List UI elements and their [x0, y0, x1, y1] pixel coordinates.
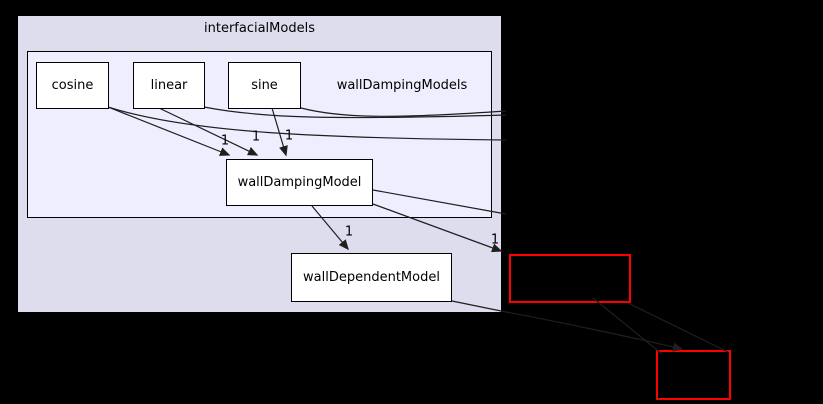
node-linear[interactable]: linear: [133, 62, 205, 109]
edge-external-dir-1-external-dir-2b: [627, 302, 729, 353]
cluster-label-interfacialModels[interactable]: interfacialModels: [204, 21, 315, 36]
node-wallDependentModel[interactable]: wallDependentModel: [291, 253, 452, 302]
edge-label-cosine: 1: [220, 133, 230, 149]
cluster-label-wallDampingModels[interactable]: wallDampingModels: [336, 78, 468, 93]
edge-label-sine: 1: [284, 128, 294, 144]
edge-label-external-dir-1: 1: [490, 232, 500, 248]
node-sine[interactable]: sine: [228, 62, 301, 109]
node-cosine[interactable]: cosine: [36, 62, 109, 109]
node-cosine-label: cosine: [51, 78, 94, 93]
node-wallDampingModel-label: wallDampingModel: [237, 175, 362, 190]
external-dir-node-2[interactable]: [656, 350, 731, 400]
node-wallDependentModel-label: wallDependentModel: [303, 270, 440, 285]
node-linear-label: linear: [150, 78, 188, 93]
edge-label-linear: 1: [251, 129, 261, 145]
node-sine-label: sine: [251, 78, 278, 93]
edge-label-wallDependentModel: 1: [344, 224, 354, 240]
node-wallDampingModel[interactable]: wallDampingModel: [226, 159, 373, 206]
edge-external-dir-1-external-dir-2a: [592, 297, 663, 355]
external-dir-node-1[interactable]: [509, 254, 631, 303]
